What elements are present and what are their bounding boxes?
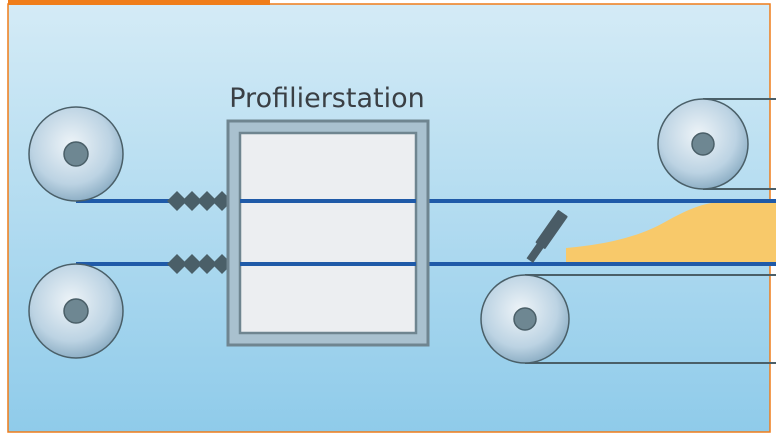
roller-icon [657,98,749,190]
upper-belt-loop [703,98,776,190]
roller-icon [480,274,570,364]
roller-icon [28,106,124,202]
accent-tab [8,0,270,5]
roller-icon [28,263,124,359]
foam-profile [566,201,776,264]
nozzle-icon [526,210,568,263]
lower-belt-loop [525,274,776,364]
station-label: Profilierstation [229,83,424,114]
profiling-station [226,119,430,347]
